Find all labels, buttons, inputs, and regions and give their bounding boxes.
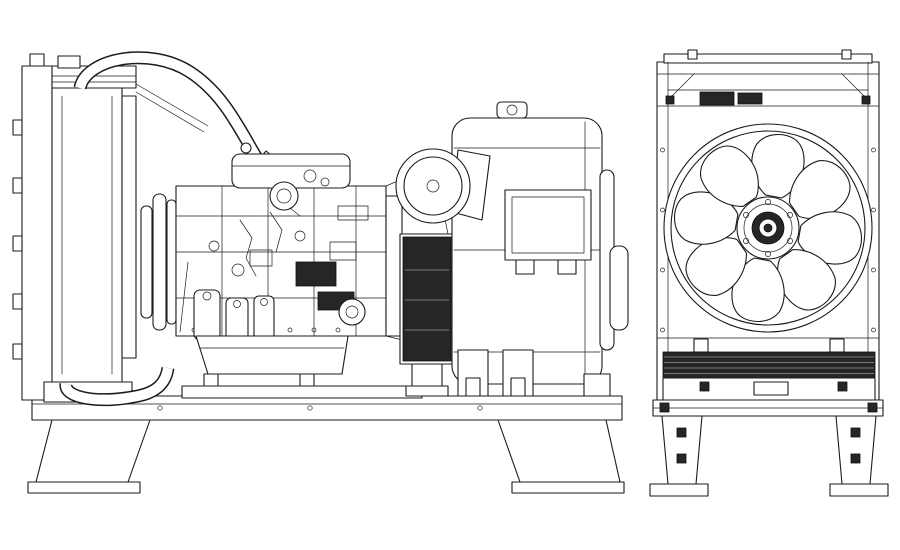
air-inlet-ring-icon [395,148,471,224]
support-legs-icon [649,415,889,497]
lower-band-icon [662,377,876,401]
valve-cover-icon [231,142,351,189]
alternator-feet-icon [457,349,611,397]
top-fittings-icon [665,89,871,106]
filters-icon [193,289,275,343]
engine-block-icon [175,157,453,353]
skid-base-icon [27,395,625,494]
lower-coolant-pipe-icon [59,366,175,407]
alternator-icon [451,101,629,397]
fan-hub-icon [736,196,800,260]
exhaust-elbow-icon [269,181,301,217]
pulley-stack-icon [140,193,177,331]
radiator-core-band-icon [662,338,876,379]
lifting-lug-icon [496,101,528,119]
front-view [649,49,889,497]
oil-pan-icon [181,335,423,399]
base-deck-icon [652,399,884,417]
coupling-housing-icon [399,233,455,397]
side-view [12,51,629,494]
terminal-box-icon [504,189,592,275]
